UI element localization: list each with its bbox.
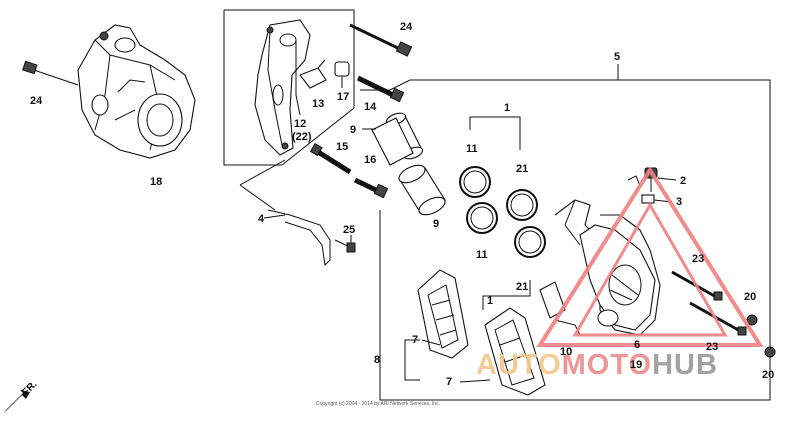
seal-set-illustration [459,166,546,258]
leader-12b [295,94,301,116]
caliper-body-illustration [554,199,661,336]
label-8: 8 [374,354,380,366]
label-21-top: 21 [516,163,528,175]
label-17: 17 [337,91,349,103]
label-15: 15 [336,141,348,153]
pin-bolt-15-illustration [309,142,352,175]
leader-1-top [469,116,521,150]
leader-1-bottom [482,280,531,310]
watermark-part-1: AUTO [476,349,562,381]
label-11-bottom: 11 [476,249,488,261]
leader-8 [404,339,420,381]
bracket-group-outline-top [224,9,355,90]
bolt-24-top [349,23,413,57]
bolt-24-left [22,60,79,86]
bracket-group-outline-diag [281,90,355,166]
label-9-upper: 9 [350,124,356,136]
label-9-lower: 9 [433,218,439,230]
label-16: 16 [364,154,376,166]
label-7-upper: 7 [412,334,418,346]
label-3: 3 [676,196,682,208]
label-12: 12 [294,118,306,130]
label-20-upper: 20 [744,291,756,303]
label-19: 19 [630,359,642,371]
label-1-top: 1 [504,102,510,114]
label-25: 25 [343,224,355,236]
boot-illustration [334,61,350,88]
label-24-top: 24 [400,21,413,33]
pin-bolt-16-illustration [353,177,389,199]
leader-7a [421,339,441,346]
label-18: 18 [150,176,162,188]
label-7-lower: 7 [446,376,452,388]
pin-plugs-illustration [746,314,776,358]
label-23-top: 23 [692,253,704,265]
front-direction-arrow-icon [4,390,30,413]
leader-7b [459,379,491,383]
label-12-alt: (22) [292,131,312,143]
label-13: 13 [312,98,324,110]
caliper-assembly-illustration [77,24,196,159]
pin-bolt-14-illustration [356,75,405,103]
label-4: 4 [258,213,265,225]
caliper-group-outline [379,79,771,401]
piston-lower-illustration [398,164,446,216]
label-5: 5 [614,51,620,63]
label-11-top: 11 [466,143,478,155]
label-20-lower: 20 [762,369,774,381]
label-23-bottom: 23 [706,341,718,353]
watermark-part-3: HUB [652,349,718,381]
label-21-bottom: 21 [516,281,528,293]
screw-25-illustration [334,235,356,253]
retainer-clip-illustration [239,159,331,267]
label-14: 14 [364,101,377,113]
label-1-bottom: 1 [487,295,493,307]
bracket-group-outline [223,10,282,166]
brake-pad-front-illustration [484,307,546,396]
pad-spring-illustration [299,59,327,89]
watermark: AUTOMOTOHUB [476,166,764,381]
label-6: 6 [634,339,640,351]
caliper-group-outline-top [360,79,600,91]
label-2: 2 [680,175,686,187]
leader-2 [657,177,677,181]
label-24-left: 24 [30,95,43,107]
label-10: 10 [560,346,572,358]
svg-text:AUTOMOTOHUB: AUTOMOTOHUB [476,349,718,381]
brake-pad-back-illustration [417,269,469,359]
watermark-part-2: MOTO [562,349,652,381]
copyright-text: Copyright (c) 2004 - 2014 by ARI Network… [316,401,440,407]
piston-upper-illustration [371,112,424,166]
